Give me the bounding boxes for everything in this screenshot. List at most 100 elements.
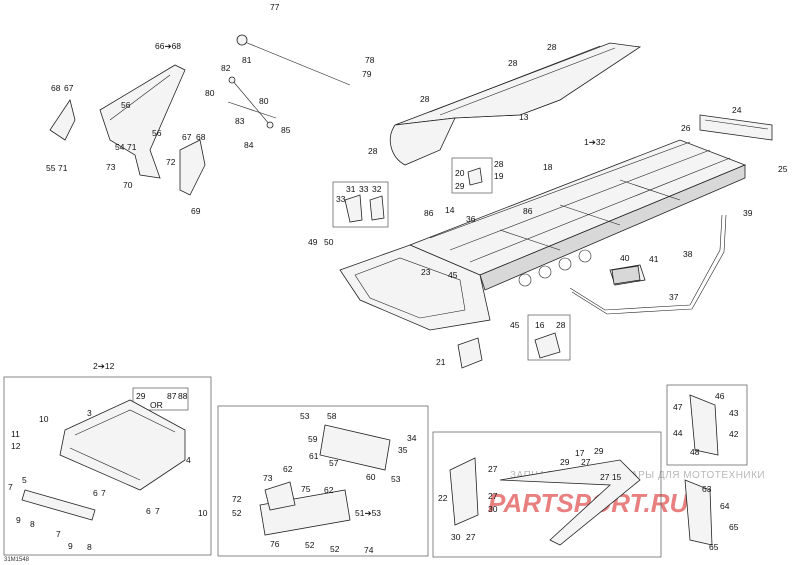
callout-41: 41 — [649, 254, 659, 264]
callout-58: 58 — [327, 411, 337, 421]
callout-28b: 28 — [508, 58, 518, 68]
callout-10a: 10 — [39, 414, 49, 424]
option-box-29-87-88 — [132, 387, 189, 411]
callout-27-15: 27 15 — [600, 472, 622, 482]
callout-70: 70 — [123, 180, 133, 190]
callout-37: 37 — [669, 292, 679, 302]
callout-28f: 28 — [556, 320, 566, 330]
callout-47: 47 — [673, 402, 683, 412]
callout-60: 60 — [366, 472, 376, 482]
callout-62a: 62 — [283, 464, 293, 474]
tunnel-ribs — [429, 45, 616, 116]
group-box-27-30 — [432, 431, 662, 558]
side-panel-parts[interactable] — [449, 457, 641, 546]
callout-68b: 68 — [196, 132, 206, 142]
steering-column-part[interactable] — [236, 34, 351, 86]
callout-45b: 45 — [510, 320, 520, 330]
tunnel-part[interactable] — [389, 42, 642, 166]
group-box-51-53 — [217, 405, 429, 557]
footrest-bracket-21[interactable] — [457, 337, 483, 369]
running-board-part[interactable] — [259, 424, 391, 536]
callout-42: 42 — [729, 429, 739, 439]
callout-53b: 53 — [391, 474, 401, 484]
callout-57: 57 — [329, 458, 339, 468]
bracket-detail-63-65[interactable] — [684, 479, 713, 546]
callout-38: 38 — [683, 249, 693, 259]
callout-labels: 1➔32 2➔12 3 4 5 6 6 7 7 7 7 8 8 9 9 10 1… — [8, 2, 788, 555]
linkage-rods[interactable] — [227, 76, 277, 129]
callout-6a: 6 — [93, 488, 98, 498]
main-frame-assembly[interactable] — [339, 139, 747, 331]
callout-27c: 27 — [466, 532, 476, 542]
callout-66: 66➔68 — [155, 41, 181, 51]
callout-13: 13 — [519, 112, 529, 122]
callout-85: 85 — [281, 125, 291, 135]
callout-62b: 62 — [324, 485, 334, 495]
callout-49: 49 — [308, 237, 318, 247]
callout-16: 16 — [535, 320, 545, 330]
callout-56b: 56 — [152, 128, 162, 138]
callout-6b: 6 — [146, 506, 151, 516]
callout-81: 81 — [242, 55, 252, 65]
callout-67b: 67 — [182, 132, 192, 142]
callout-20: 20 — [455, 168, 465, 178]
bracket-detail-31-33[interactable] — [332, 181, 389, 228]
callout-27d: 27 — [581, 457, 591, 467]
callout-61: 61 — [309, 451, 319, 461]
callout-28a: 28 — [547, 42, 557, 52]
rear-rack-part[interactable] — [699, 114, 773, 141]
callout-59: 59 — [308, 434, 318, 444]
callout-45a: 45 — [448, 270, 458, 280]
callout-7b: 7 — [155, 506, 160, 516]
callout-33b: 33 — [359, 184, 369, 194]
callout-17: 17 — [575, 448, 585, 458]
pad-40[interactable] — [611, 265, 641, 285]
front-support-arms[interactable] — [49, 64, 206, 196]
callout-52a: 52 — [232, 508, 242, 518]
callout-27a: 27 — [488, 464, 498, 474]
callout-30b: 30 — [451, 532, 461, 542]
callout-51: 51➔53 — [355, 508, 381, 518]
callout-or: OR — [150, 400, 163, 410]
callout-76: 76 — [270, 539, 280, 549]
group-box-42-48 — [666, 384, 748, 466]
callout-12: 12 — [11, 441, 21, 451]
callout-68a: 68 — [51, 83, 61, 93]
callout-87: 87 — [167, 391, 177, 401]
callout-52c: 52 — [330, 544, 340, 554]
diagram-reference-code: 31M1548 — [4, 557, 30, 563]
callout-55: 55 — [46, 163, 56, 173]
callout-50: 50 — [324, 237, 334, 247]
callout-71b: 71 — [127, 142, 137, 152]
callout-26: 26 — [681, 123, 691, 133]
callout-75: 75 — [301, 484, 311, 494]
callout-8b: 8 — [87, 542, 92, 552]
callout-67a: 67 — [64, 83, 74, 93]
callout-19: 19 — [494, 171, 504, 181]
callout-63: 63 — [702, 484, 712, 494]
callout-43: 43 — [729, 408, 739, 418]
callout-46: 46 — [715, 391, 725, 401]
bracket-detail-16[interactable] — [527, 314, 571, 361]
callout-86a: 86 — [424, 208, 434, 218]
callout-7d: 7 — [56, 529, 61, 539]
callout-65a: 65 — [729, 522, 739, 532]
callout-44: 44 — [673, 428, 683, 438]
callout-72b: 72 — [232, 494, 242, 504]
callout-29c: 29 — [560, 457, 570, 467]
bracket-detail-20[interactable] — [451, 157, 493, 194]
callout-23: 23 — [421, 267, 431, 277]
callout-32: 32 — [372, 184, 382, 194]
callout-14: 14 — [445, 205, 455, 215]
callout-5: 5 — [22, 475, 27, 485]
callout-79: 79 — [362, 69, 372, 79]
callout-7a: 7 — [101, 488, 106, 498]
bracket-detail-42-48[interactable] — [689, 394, 719, 456]
footrest-assembly[interactable] — [21, 399, 186, 521]
rear-bumper-rod[interactable] — [569, 214, 727, 315]
callout-73a: 73 — [106, 162, 116, 172]
callout-39: 39 — [743, 208, 753, 218]
callout-54: 54 — [115, 142, 125, 152]
callout-40: 40 — [620, 253, 630, 263]
